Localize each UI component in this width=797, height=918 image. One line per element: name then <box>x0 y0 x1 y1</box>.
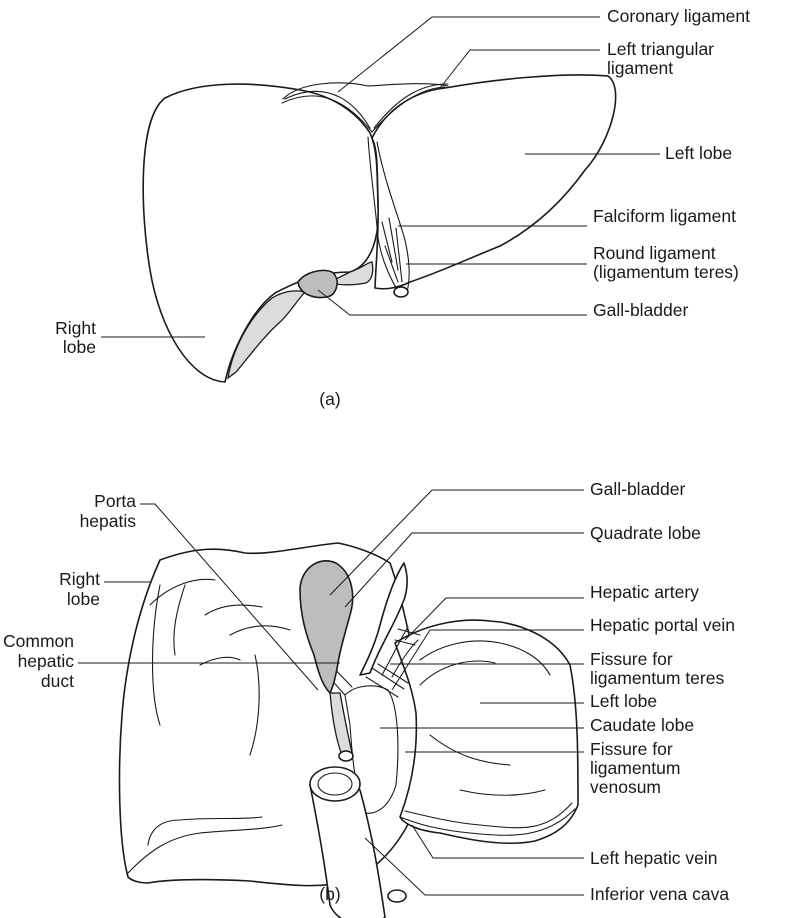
leader-inferior-vena-cava <box>365 838 584 895</box>
label-left-triangular-line1: Left triangular <box>607 40 714 59</box>
label-porta-hepatis-line1: Porta <box>40 492 136 511</box>
label-coronary-ligament: Coronary ligament <box>607 7 750 26</box>
label-inferior-vena-cava: Inferior vena cava <box>590 885 729 904</box>
label-fissure-teres-line1: Fissure for <box>590 650 673 669</box>
label-fissure-venosum-line2: ligamentum <box>590 759 680 778</box>
label-left-triangular-line2: ligament <box>607 59 673 78</box>
label-fissure-venosum-line3: venosum <box>590 778 661 797</box>
label-right-lobe-b-line1: Right <box>40 570 100 589</box>
label-quadrate-lobe: Quadrate lobe <box>590 524 701 543</box>
label-caudate-lobe: Caudate lobe <box>590 716 694 735</box>
label-porta-hepatis-line2: hepatis <box>40 512 136 531</box>
caption-b: (b) <box>300 885 360 904</box>
label-common-hepatic-duct-line3: duct <box>0 672 74 691</box>
label-hepatic-artery: Hepatic artery <box>590 583 699 602</box>
label-left-lobe-b: Left lobe <box>590 692 657 711</box>
label-common-hepatic-duct-line1: Common <box>0 632 74 651</box>
label-gall-bladder-b: Gall-bladder <box>590 480 685 499</box>
label-common-hepatic-duct-line2: hepatic <box>0 652 74 671</box>
label-hepatic-portal-vein: Hepatic portal vein <box>590 616 735 635</box>
label-fissure-teres-line2: ligamentum teres <box>590 669 724 688</box>
label-round-ligament-line1: Round ligament <box>593 244 716 263</box>
label-round-ligament-line2: (ligamentum teres) <box>593 263 739 282</box>
right-lobe-b <box>120 543 429 886</box>
left-hepatic-vein <box>388 890 406 902</box>
label-left-lobe-a: Left lobe <box>665 144 732 163</box>
figure-a-liver <box>101 17 660 382</box>
label-right-lobe-a-line1: Right <box>40 319 96 338</box>
label-right-lobe-b-line2: lobe <box>40 590 100 609</box>
leader-gall-bladder-a <box>318 290 587 315</box>
label-right-lobe-a-line2: lobe <box>40 338 96 357</box>
label-falciform-ligament: Falciform ligament <box>593 207 736 226</box>
label-gall-bladder-a: Gall-bladder <box>593 301 688 320</box>
caption-a: (a) <box>300 390 360 409</box>
figure-b-liver <box>78 490 584 918</box>
label-left-hepatic-vein: Left hepatic vein <box>590 849 717 868</box>
label-fissure-venosum-line1: Fissure for <box>590 740 673 759</box>
left-lobe-b <box>395 620 578 843</box>
round-ligament-end <box>394 287 408 297</box>
